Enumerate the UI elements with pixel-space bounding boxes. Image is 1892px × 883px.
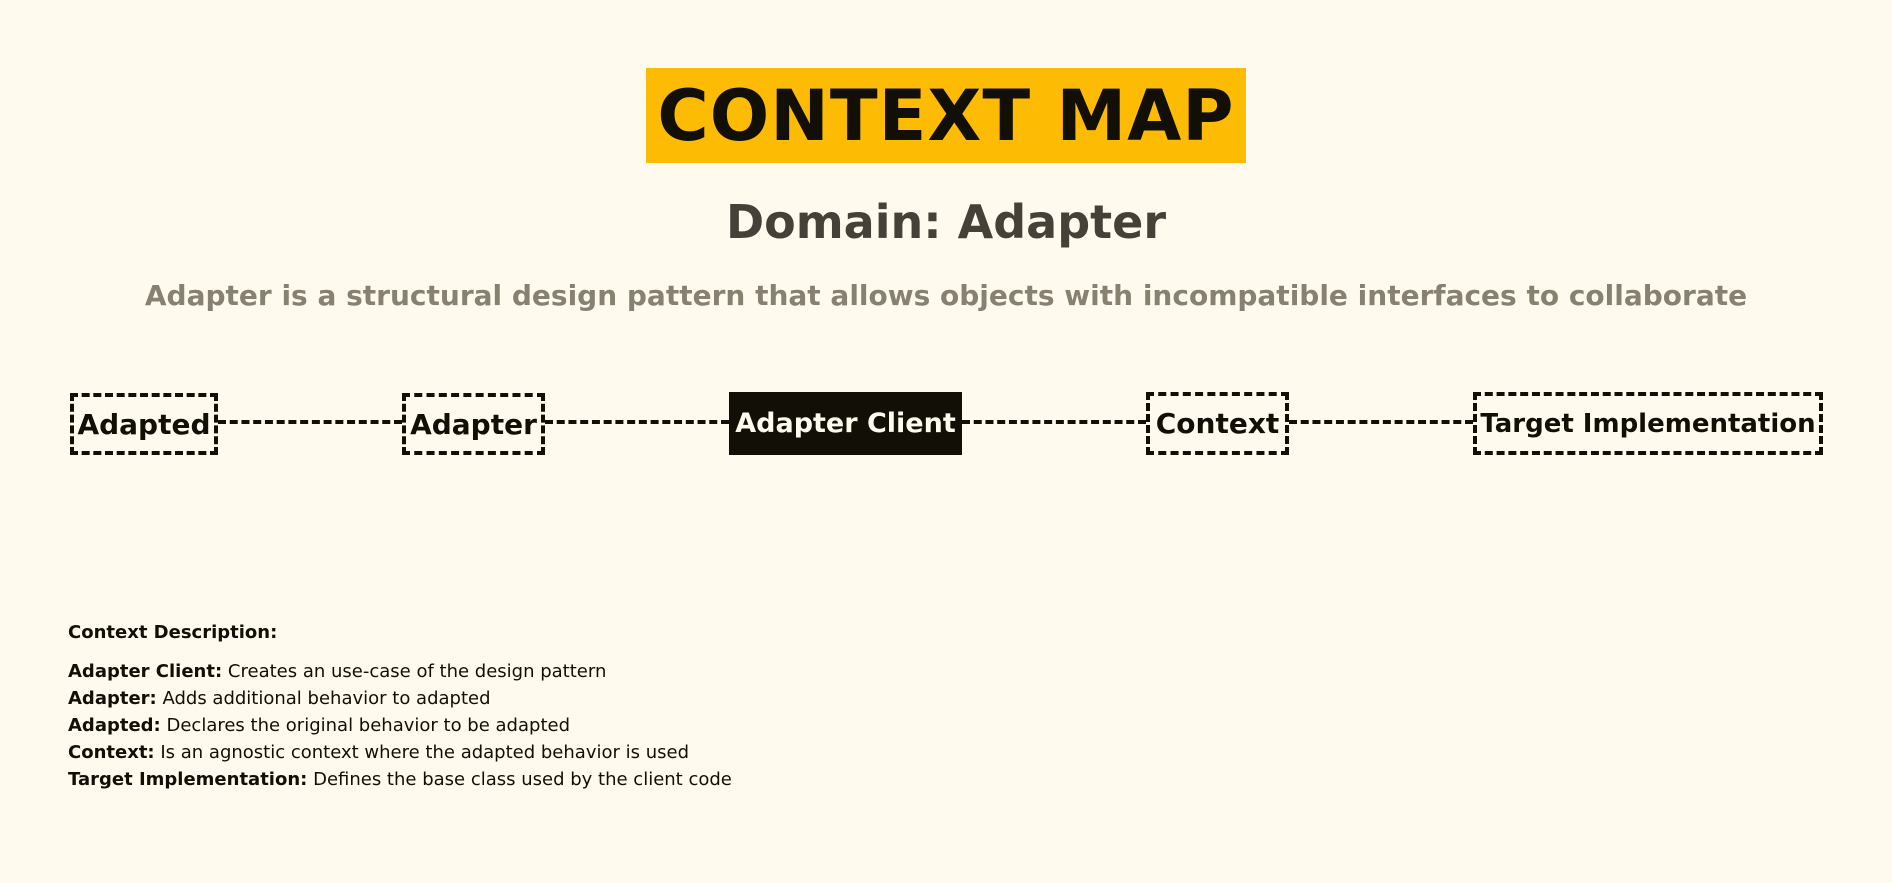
node-adapter-client: Adapter Client	[729, 392, 962, 455]
node-label: Context	[1155, 407, 1280, 440]
description-title: Context Description:	[68, 622, 278, 643]
node-adapter: Adapter	[402, 393, 545, 455]
domain-subtitle: Adapter is a structural design pattern t…	[144, 279, 1748, 312]
domain-heading: Domain: Adapter	[725, 195, 1167, 249]
connector-client-context	[962, 420, 1146, 424]
connector-adapter-client	[545, 420, 729, 424]
node-label: Adapter	[410, 407, 537, 441]
description-text: Is an agnostic context where the adapted…	[160, 742, 689, 763]
description-text: Declares the original behavior to be ada…	[166, 715, 570, 736]
node-label: Adapted	[77, 407, 211, 441]
description-term: Adapter:	[68, 688, 157, 709]
node-context: Context	[1146, 392, 1289, 455]
node-target-implementation: Target Implementation	[1473, 392, 1823, 455]
description-term: Adapter Client:	[68, 661, 223, 682]
node-label: Adapter Client	[735, 408, 956, 439]
context-description: Context Description: Adapter Client: Cre…	[68, 622, 732, 793]
description-item: Target Implementation: Defines the base …	[68, 766, 732, 793]
node-adapted: Adapted	[70, 393, 218, 455]
description-item: Context: Is an agnostic context where th…	[68, 739, 732, 766]
description-term: Adapted:	[68, 715, 161, 736]
description-text: Creates an use-case of the design patter…	[227, 661, 607, 682]
description-item: Adapter: Adds additional behavior to ada…	[68, 685, 732, 712]
connector-context-target	[1289, 420, 1473, 424]
description-item: Adapter Client: Creates an use-case of t…	[68, 658, 732, 685]
description-text: Defines the base class used by the clien…	[313, 769, 732, 790]
connector-adapted-adapter	[218, 420, 402, 424]
description-term: Context:	[68, 742, 155, 763]
description-text: Adds additional behavior to adapted	[162, 688, 491, 709]
description-term: Target Implementation:	[68, 769, 308, 790]
page-title: CONTEXT MAP	[646, 68, 1246, 163]
node-label: Target Implementation	[1480, 408, 1816, 439]
description-item: Adapted: Declares the original behavior …	[68, 712, 732, 739]
